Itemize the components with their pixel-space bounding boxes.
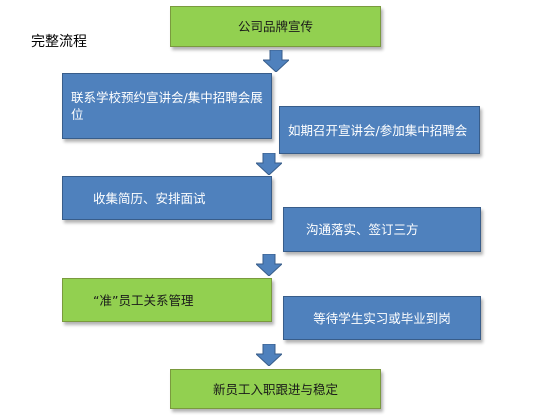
step-hold-presentation: 如期召开宣讲会/参加集中招聘会 xyxy=(279,106,480,154)
arrow-down-icon xyxy=(256,254,282,276)
step-await-internship-or-onboarding: 等待学生实习或毕业到岗 xyxy=(283,296,481,340)
step-collect-resumes: 收集简历、安排面试 xyxy=(62,176,272,220)
step-sign-agreement: 沟通落实、签订三方 xyxy=(283,207,481,252)
arrow-down-icon xyxy=(263,50,289,72)
page-title: 完整流程 xyxy=(31,34,87,50)
arrow-down-icon xyxy=(256,344,282,366)
step-prospective-employee-relations: “准”员工关系管理 xyxy=(62,278,272,322)
step-book-campus-venue: 联系学校预约宣讲会/集中招聘会展位 xyxy=(62,73,272,139)
step-brand-promotion: 公司品牌宣传 xyxy=(170,6,381,47)
step-new-employee-followup: 新员工入职跟进与稳定 xyxy=(170,369,381,409)
arrow-down-icon xyxy=(256,153,282,175)
